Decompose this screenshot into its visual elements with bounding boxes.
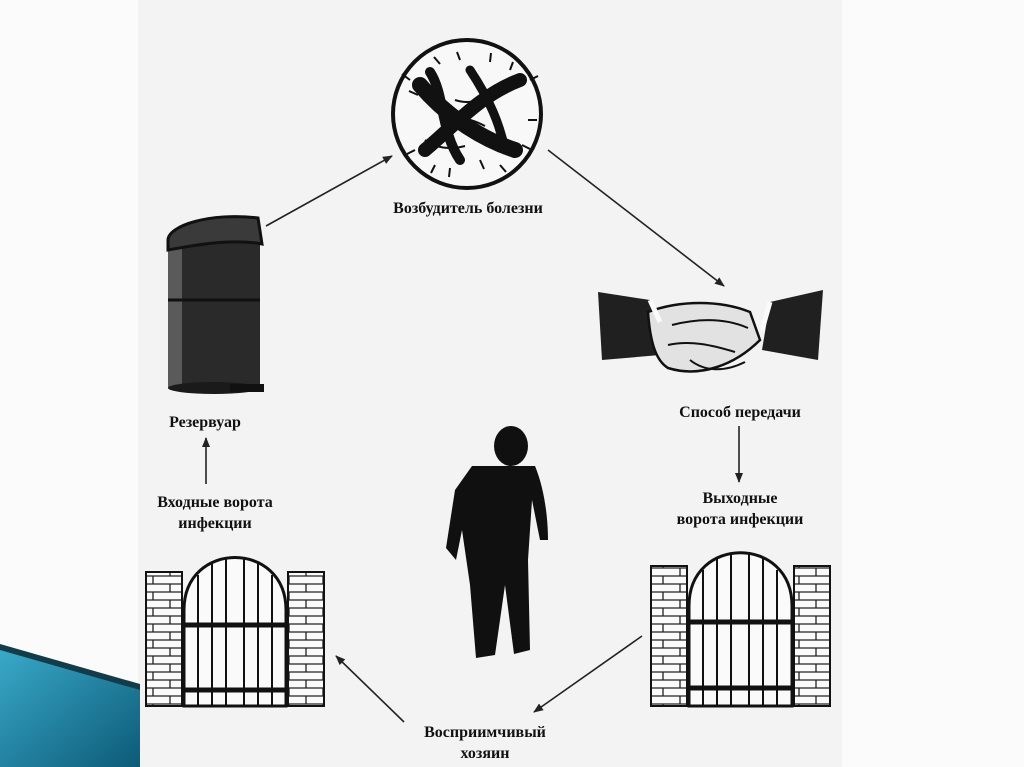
label-host-line1: Восприимчивый [424, 724, 546, 741]
handshake-icon [598, 290, 823, 373]
label-reservoir: Резервуар [169, 414, 241, 431]
corner-decoration [0, 644, 140, 767]
label-pathogen: Возбудитель болезни [393, 200, 543, 217]
arrow-pathogen-to-transmission [547, 149, 725, 287]
label-transmission: Способ передачи [679, 404, 801, 421]
label-exit-gate-line2: ворота инфекции [676, 511, 804, 528]
label-entry-gate-line2: инфекции [178, 515, 252, 532]
label-exit-gate: Выходные ворота инфекции [640, 488, 840, 530]
arrow-host-to-entry [335, 655, 405, 723]
label-entry-gate: Входные ворота инфекции [130, 492, 300, 534]
label-exit-gate-line1: Выходные [702, 490, 778, 507]
gate-icon-exit [650, 551, 831, 708]
label-host: Восприимчивый хозяин [390, 722, 580, 764]
microbe-icon [391, 38, 543, 190]
arrow-reservoir-to-pathogen [265, 155, 393, 227]
label-host-line2: хозяин [460, 745, 510, 762]
gate-icon-entry [145, 556, 325, 708]
arrow-exit-to-host [533, 635, 643, 713]
label-entry-gate-line1: Входные ворота [157, 494, 273, 511]
trash-bin-icon [166, 215, 264, 394]
person-silhouette-icon [446, 426, 548, 658]
